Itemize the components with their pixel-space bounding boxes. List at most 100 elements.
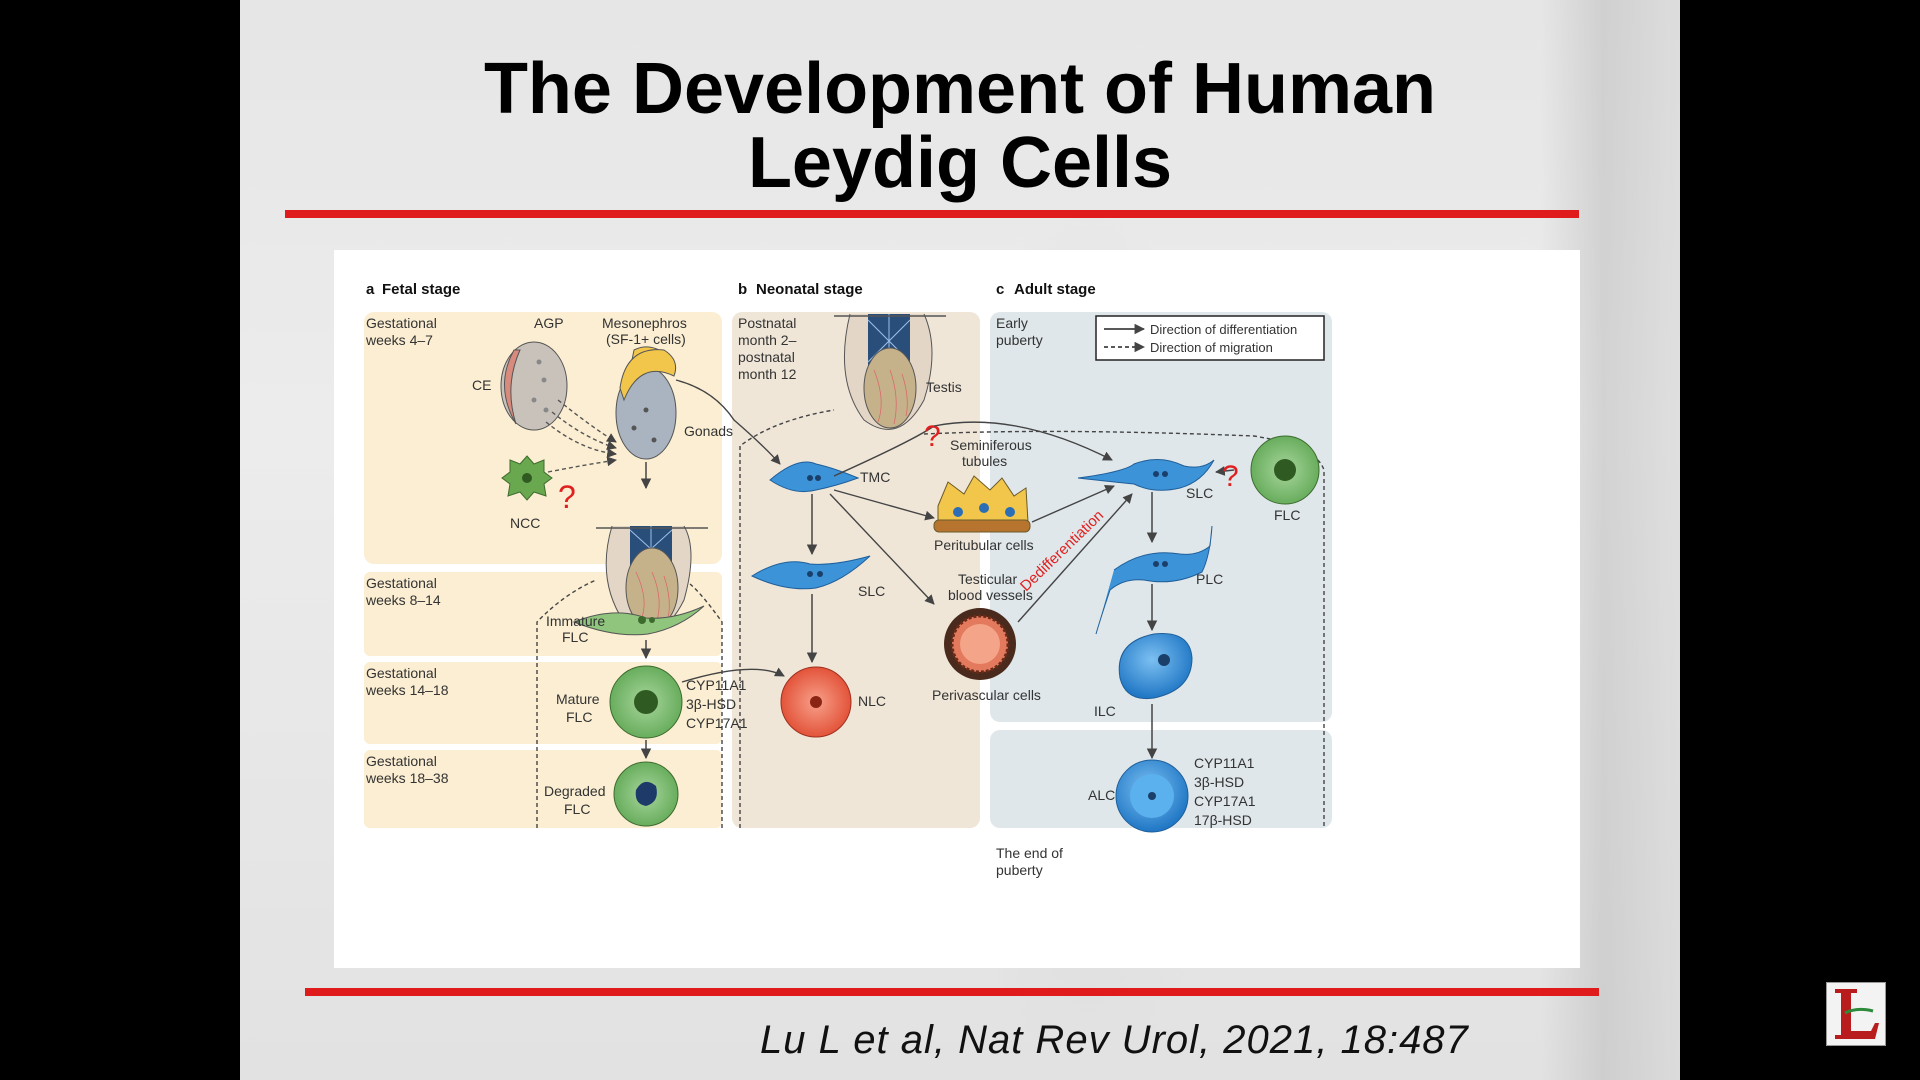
arrow-tmc-to-peritubular bbox=[833, 489, 935, 521]
citation: Lu L et al, Nat Rev Urol, 2021, 18:487 bbox=[760, 1018, 1469, 1062]
bottom-red-rule bbox=[305, 988, 1599, 996]
question-mark-adult: ? bbox=[1222, 460, 1239, 493]
adult-slc-cell bbox=[1077, 459, 1215, 491]
fetal-marker-3: CYP17A1 bbox=[686, 715, 748, 731]
adult-marker-1: CYP11A1 bbox=[1194, 755, 1255, 771]
label-tmc: TMC bbox=[860, 469, 890, 485]
stage-gw4-7-l1: Gestational bbox=[366, 315, 437, 331]
figure-svg: a Fetal stage b Neonatal stage c Adult s… bbox=[364, 281, 1332, 878]
legend-migration: Direction of migration bbox=[1150, 340, 1273, 355]
label-ce: CE bbox=[472, 377, 491, 393]
slide-title: The Development of Human Leydig Cells bbox=[240, 52, 1680, 200]
label-seminiferous-l2: tubules bbox=[962, 453, 1007, 469]
adult-marker-3: CYP17A1 bbox=[1194, 793, 1256, 809]
label-mature-flc-l1: Mature bbox=[556, 691, 600, 707]
legend-differentiation: Direction of differentiation bbox=[1150, 322, 1297, 337]
arrow-tmc-to-perivascular bbox=[829, 493, 935, 605]
nlc-cell bbox=[780, 666, 852, 738]
adult-marker-4: 17β-HSD bbox=[1194, 812, 1252, 828]
label-mesonephros-l2: (SF-1+ cells) bbox=[606, 331, 686, 347]
stage-postnatal-l1: Postnatal bbox=[738, 315, 796, 331]
label-immature-flc-l1: Immature bbox=[546, 613, 605, 629]
label-ilc: ILC bbox=[1094, 703, 1116, 719]
arrow-flc-to-slc bbox=[1215, 466, 1235, 476]
plc-cell bbox=[1095, 525, 1213, 635]
stage-postnatal-l2: month 2– bbox=[738, 332, 797, 348]
tmc-cell bbox=[769, 461, 860, 493]
top-red-rule bbox=[285, 210, 1579, 218]
label-seminiferous-l1: Seminiferous bbox=[950, 437, 1032, 453]
stage-postnatal-l3: postnatal bbox=[738, 349, 795, 365]
label-flc-adult: FLC bbox=[1274, 507, 1300, 523]
stage-early-puberty-l2: puberty bbox=[996, 332, 1043, 348]
stage-end-puberty-l1: The end of bbox=[996, 845, 1063, 861]
label-immature-flc-l2: FLC bbox=[562, 629, 588, 645]
adult-flc-cell bbox=[1250, 435, 1320, 505]
panel-b-title: Neonatal stage bbox=[756, 281, 863, 298]
arrow-perivascular-to-slc bbox=[1017, 493, 1133, 623]
arrow-peritubular-to-slc bbox=[1031, 485, 1115, 523]
label-slc-adult: SLC bbox=[1186, 485, 1213, 501]
neonatal-migration-boundary bbox=[739, 409, 1325, 828]
arrow-tmc-upper bbox=[833, 425, 935, 477]
label-testis: Testis bbox=[926, 379, 962, 395]
ncc-cell bbox=[501, 455, 553, 501]
label-degraded-flc-l1: Degraded bbox=[544, 783, 606, 799]
fetal-migration-arrows bbox=[545, 399, 617, 473]
perivascular-vessel bbox=[944, 608, 1016, 680]
arrow-tmc-to-adult-slc bbox=[933, 421, 1113, 461]
stage-gw18-38-l2: weeks 18–38 bbox=[365, 770, 449, 786]
stage-end-puberty-l2: puberty bbox=[996, 862, 1043, 878]
stage-early-puberty-l1: Early bbox=[996, 315, 1028, 331]
stage-gw18-38-l1: Gestational bbox=[366, 753, 437, 769]
neonatal-slc-cell bbox=[750, 555, 871, 590]
degraded-flc-cell bbox=[613, 761, 679, 827]
mesonephros-gonads bbox=[615, 346, 677, 460]
agp-structure bbox=[500, 341, 568, 431]
title-line-1: The Development of Human bbox=[483, 49, 1437, 129]
fetal-migration-boundary bbox=[536, 579, 723, 828]
label-perivascular: Perivascular cells bbox=[932, 687, 1041, 703]
alc-cell bbox=[1115, 759, 1189, 833]
arrow-flc-to-nlc bbox=[681, 667, 785, 683]
panel-b-letter: b bbox=[738, 281, 747, 298]
label-gonads: Gonads bbox=[684, 423, 733, 439]
panel-c-title: Adult stage bbox=[1014, 281, 1096, 298]
title-line-2: Leydig Cells bbox=[747, 123, 1173, 203]
label-plc: PLC bbox=[1196, 571, 1223, 587]
panel-a-title: Fetal stage bbox=[382, 281, 460, 298]
adult-marker-2: 3β-HSD bbox=[1194, 774, 1244, 790]
mature-flc-cell bbox=[609, 665, 683, 739]
label-degraded-flc-l2: FLC bbox=[564, 801, 590, 817]
label-mesonephros-l1: Mesonephros bbox=[602, 315, 687, 331]
stage-gw14-18-l2: weeks 14–18 bbox=[365, 682, 449, 698]
immature-flc-cell bbox=[572, 605, 705, 636]
stage-gw8-14-l2: weeks 8–14 bbox=[365, 592, 441, 608]
label-agp: AGP bbox=[534, 315, 564, 331]
stage-gw8-14-l1: Gestational bbox=[366, 575, 437, 591]
fetal-marker-1: CYP11A1 bbox=[686, 677, 747, 693]
stage-labels: Gestational weeks 4–7 Gestational weeks … bbox=[365, 315, 1063, 878]
label-mature-flc-l2: FLC bbox=[566, 709, 592, 725]
label-vessels-l1: Testicular bbox=[958, 571, 1017, 587]
label-alc: ALC bbox=[1088, 787, 1115, 803]
seal-logo-icon bbox=[1826, 982, 1886, 1046]
ilc-cell bbox=[1118, 633, 1193, 700]
adult-panel-bg bbox=[990, 312, 1332, 722]
arrow-mesonephros-to-tmc bbox=[675, 379, 781, 465]
label-vessels-l2: blood vessels bbox=[948, 587, 1033, 603]
legend: Direction of differentiation Direction o… bbox=[1095, 315, 1325, 361]
panel-a-letter: a bbox=[366, 281, 375, 298]
label-nlc: NLC bbox=[858, 693, 886, 709]
label-ncc: NCC bbox=[510, 515, 540, 531]
label-peritubular: Peritubular cells bbox=[934, 537, 1034, 553]
question-mark-ncc: ? bbox=[558, 479, 576, 515]
fetal-marker-2: 3β-HSD bbox=[686, 696, 736, 712]
leydig-figure: a Fetal stage b Neonatal stage c Adult s… bbox=[334, 250, 1580, 968]
label-slc-neonatal: SLC bbox=[858, 583, 885, 599]
question-mark-neonatal: ? bbox=[924, 420, 941, 453]
stage-gw14-18-l1: Gestational bbox=[366, 665, 437, 681]
panel-c-letter: c bbox=[996, 281, 1004, 298]
stage-gw4-7-l2: weeks 4–7 bbox=[365, 332, 433, 348]
stage-postnatal-l4: month 12 bbox=[738, 366, 797, 382]
